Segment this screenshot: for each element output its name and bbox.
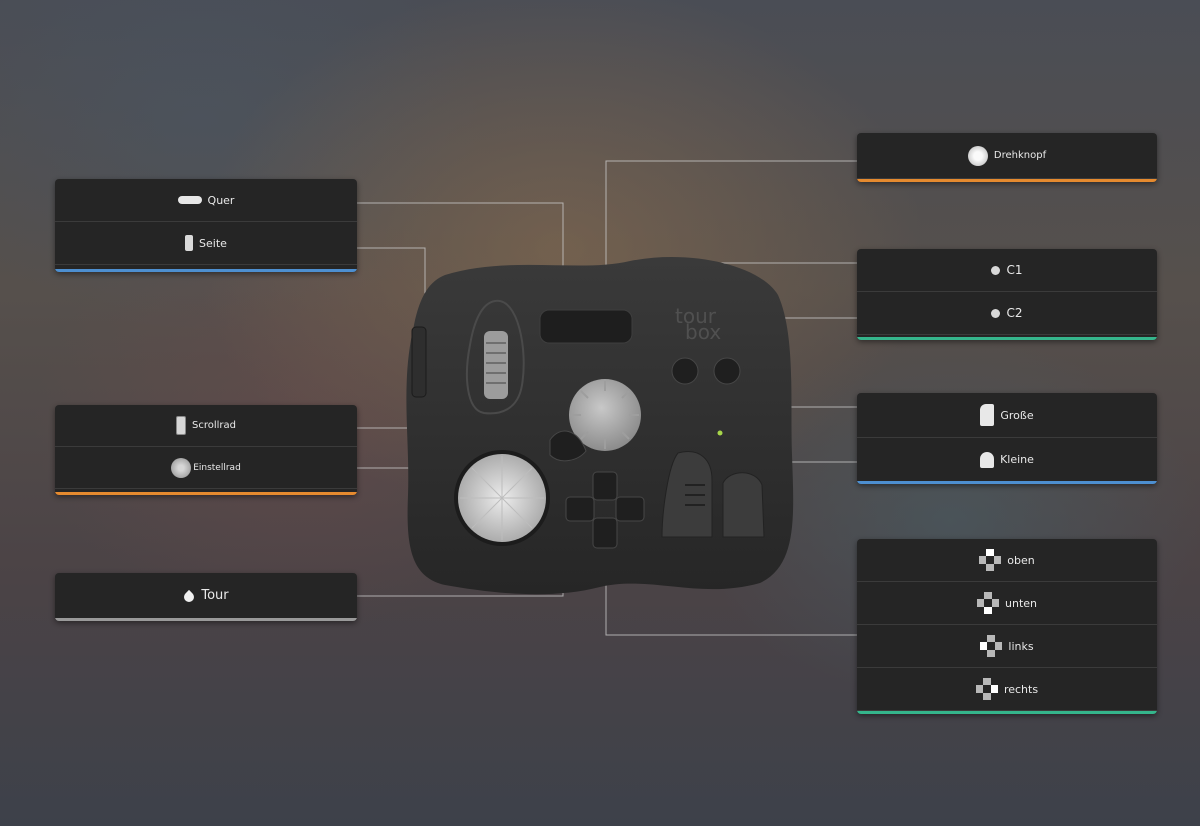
device-c1 xyxy=(671,357,699,385)
label-kleine: Kleine xyxy=(1000,453,1034,466)
row-links[interactable]: links xyxy=(857,625,1157,668)
scroll-wheel-icon xyxy=(176,416,186,435)
device-logo: tour xyxy=(675,304,717,328)
row-einstellrad[interactable]: Einstellrad xyxy=(55,447,357,489)
row-oben[interactable]: oben xyxy=(857,539,1157,582)
row-rechts[interactable]: rechts xyxy=(857,668,1157,711)
dpad-right-icon xyxy=(975,678,998,700)
panel-accent-bar xyxy=(857,337,1157,340)
device-side-button xyxy=(411,326,427,398)
row-drehknopf[interactable]: Drehknopf xyxy=(857,133,1157,179)
device-small-button xyxy=(722,472,765,538)
small-button-icon xyxy=(980,451,995,468)
panel-quer-seite: Quer Seite xyxy=(55,179,357,272)
panel-grosse-kleine: Große Kleine xyxy=(857,393,1157,484)
label-seite: Seite xyxy=(199,236,227,250)
label-einstellrad: Einstellrad xyxy=(193,462,241,473)
panel-accent-bar xyxy=(857,481,1157,484)
panel-tour: Tour xyxy=(55,573,357,621)
label-rechts: rechts xyxy=(1003,682,1039,696)
panel-accent-bar xyxy=(55,269,357,272)
row-quer[interactable]: Quer xyxy=(55,179,357,222)
dpad-up-icon xyxy=(979,549,1002,571)
c2-button-icon xyxy=(991,308,1001,318)
device-led xyxy=(717,430,723,436)
row-kleine[interactable]: Kleine xyxy=(857,438,1157,482)
label-oben: oben xyxy=(1007,553,1035,567)
label-c1: C1 xyxy=(1006,263,1023,277)
row-c1[interactable]: C1 xyxy=(857,249,1157,292)
label-links: links xyxy=(1008,639,1034,653)
device-tour-button xyxy=(549,430,587,462)
row-grosse[interactable]: Große xyxy=(857,393,1157,438)
dial-icon xyxy=(171,457,192,478)
label-unten: unten xyxy=(1005,596,1037,610)
tour-drop-icon xyxy=(183,589,195,603)
panel-dpad: oben unten links rechts xyxy=(857,539,1157,714)
device-logo-2: box xyxy=(685,320,721,344)
label-c2: C2 xyxy=(1006,306,1023,320)
label-grosse: Große xyxy=(1000,408,1034,422)
panel-scroll-einstell: Scrollrad Einstellrad xyxy=(55,405,357,495)
panel-c-buttons: C1 C2 xyxy=(857,249,1157,340)
big-button-icon xyxy=(980,404,995,426)
row-tour[interactable]: Tour xyxy=(55,573,357,619)
device-top-button xyxy=(539,309,633,344)
c1-button-icon xyxy=(991,265,1001,275)
label-tour: Tour xyxy=(201,588,229,603)
dpad-left-icon xyxy=(980,635,1003,657)
device-scroll-recess xyxy=(465,299,525,415)
side-button-icon xyxy=(185,235,194,251)
device-dpad xyxy=(565,471,645,549)
device-scroll-wheel xyxy=(484,331,508,399)
horizontal-pill-icon xyxy=(177,196,202,204)
panel-accent-bar xyxy=(55,618,357,621)
panel-drehknopf: Drehknopf xyxy=(857,133,1157,182)
panel-accent-bar xyxy=(857,179,1157,182)
device-c2 xyxy=(713,357,741,385)
label-scrollrad: Scrollrad xyxy=(192,420,236,431)
label-drehknopf: Drehknopf xyxy=(993,150,1047,161)
row-scrollrad[interactable]: Scrollrad xyxy=(55,405,357,447)
row-seite[interactable]: Seite xyxy=(55,222,357,265)
row-unten[interactable]: unten xyxy=(857,582,1157,625)
row-c2[interactable]: C2 xyxy=(857,292,1157,335)
knob-icon xyxy=(967,145,988,166)
dpad-down-icon xyxy=(977,592,999,614)
tourbox-device: tour box xyxy=(406,256,794,595)
panel-accent-bar xyxy=(55,492,357,495)
panel-accent-bar xyxy=(857,711,1157,714)
label-quer: Quer xyxy=(207,193,235,207)
